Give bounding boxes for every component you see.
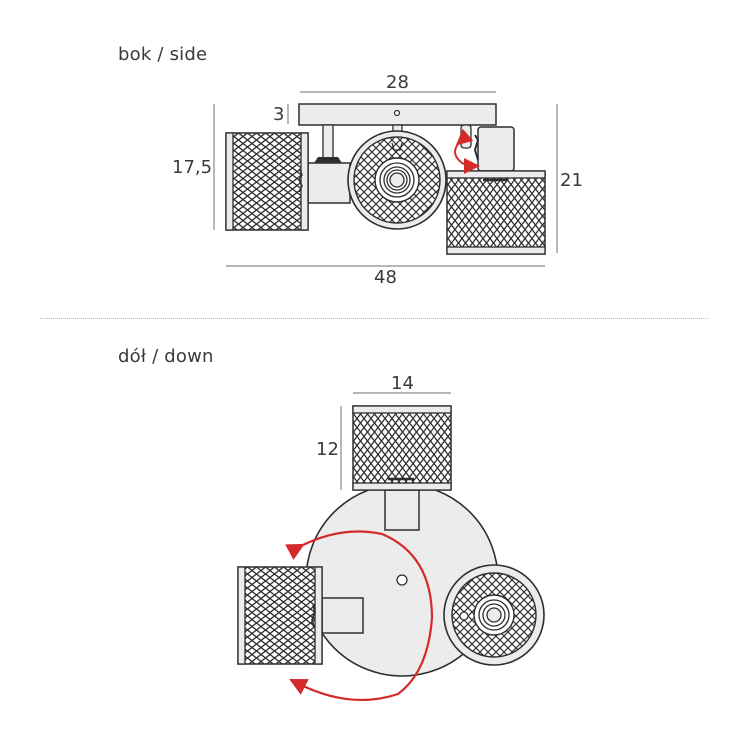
dim-total-height: 21	[560, 170, 583, 191]
shade-top-down	[352, 405, 452, 491]
section-title-down: dół / down	[118, 346, 214, 367]
side-view	[213, 91, 558, 267]
shade-right-side	[446, 170, 546, 255]
shade-left-side	[225, 132, 309, 231]
section-title-side: bok / side	[118, 44, 208, 65]
section-divider	[40, 318, 708, 319]
rotate-arc-arrow-icon	[285, 530, 434, 702]
dim-base-width: 28	[386, 72, 409, 93]
dim-shade-height-down: 12	[316, 439, 339, 460]
dim-shade-width-down: 14	[391, 373, 414, 394]
shade-left-down	[237, 566, 323, 665]
rotate-arrow-icon	[454, 128, 480, 174]
down-view	[237, 392, 545, 702]
dim-total-width: 48	[374, 267, 397, 288]
dim-base-height: 3	[273, 104, 285, 125]
dim-shade-height: 17,5	[172, 157, 213, 178]
